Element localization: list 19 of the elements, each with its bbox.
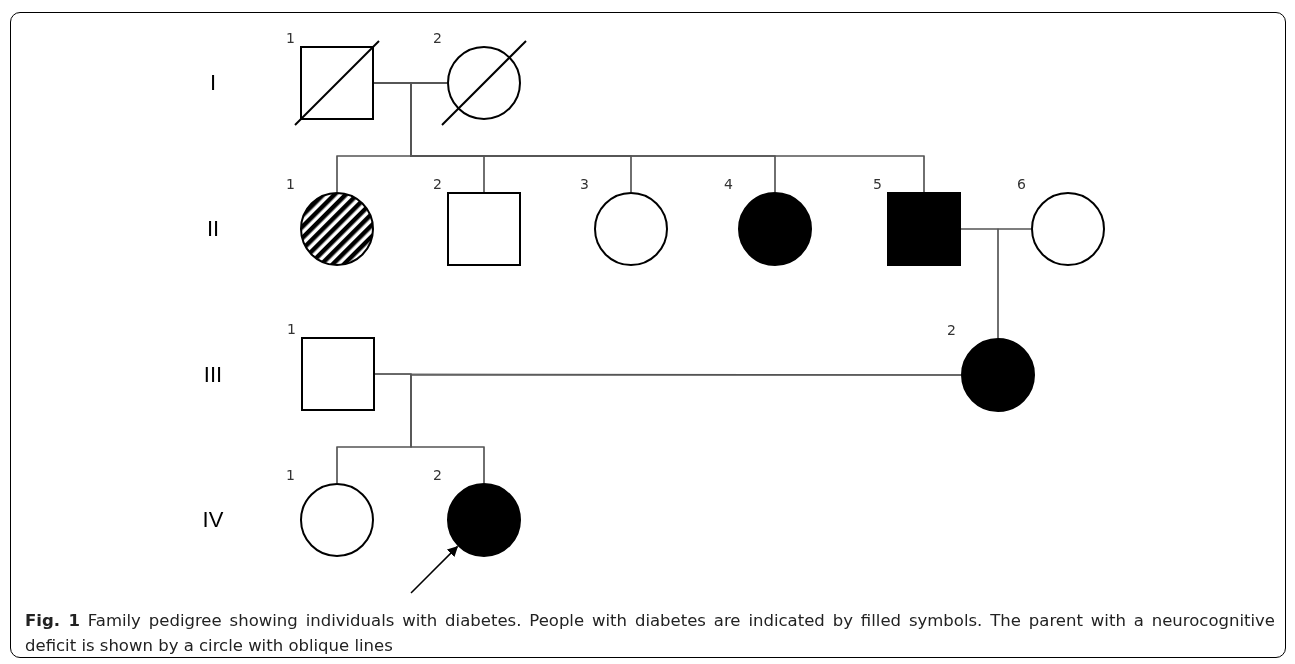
figure-caption: Fig. 1 Family pedigree showing individuals with diabetes. People with diabetes are indicated by filled symbols. The parent with a neurocognitive deficit is shown by a circle with oblique lines xyxy=(25,610,1275,657)
descent-line xyxy=(997,228,1032,339)
individual-number: 2 xyxy=(433,30,442,46)
generation-numeral: IV xyxy=(202,507,224,533)
individual-number: 3 xyxy=(580,176,589,192)
individual-number: 4 xyxy=(724,176,733,192)
individual-number: 1 xyxy=(286,467,295,483)
generation-numeral: II xyxy=(206,216,220,242)
individual-number: 6 xyxy=(1017,176,1026,192)
generation-numeral: I xyxy=(209,70,217,96)
generation-numeral: III xyxy=(203,362,223,388)
individual-number: 2 xyxy=(947,322,956,338)
individual-number: 1 xyxy=(286,176,295,192)
individual-number: 1 xyxy=(287,321,296,337)
proband-arrow xyxy=(410,545,459,594)
individual-number: 2 xyxy=(433,176,442,192)
individual-number: 5 xyxy=(873,176,882,192)
individual-number: 1 xyxy=(286,30,295,46)
individual-number: 2 xyxy=(433,467,442,483)
